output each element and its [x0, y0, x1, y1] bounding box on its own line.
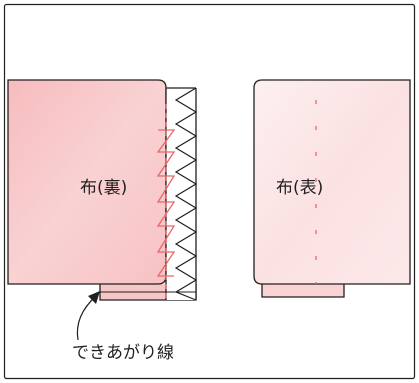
- hem-fold-strip-right: [261, 284, 345, 298]
- leader-arrow-line: [76, 295, 97, 341]
- label-fabric-wrong-side: 布(裏): [80, 177, 127, 198]
- leader-arrow-head: [88, 291, 100, 304]
- fabric-right-body: [253, 79, 411, 285]
- seam-allowance-band: [166, 88, 196, 300]
- overlock-zigzag: [166, 87, 198, 301]
- fabric-wrong-side-panel: 布(裏): [7, 79, 198, 301]
- label-finished-line: できあがり線: [72, 343, 174, 363]
- stitch-red-zigzag: [156, 129, 176, 277]
- diagram-frame: [3, 3, 416, 380]
- label-fabric-right-side: 布(表): [276, 178, 323, 198]
- fabric-right-side-panel: 布(表): [253, 79, 411, 298]
